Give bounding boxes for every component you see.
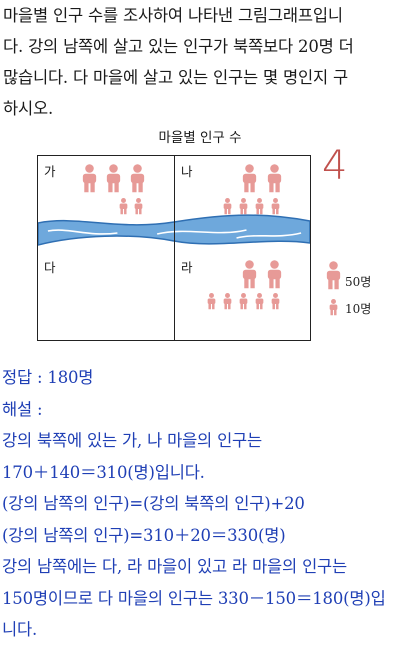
explanation-line: 강의 북쪽에 있는 가, 나 마을의 인구는 — [2, 431, 263, 450]
river-divider — [174, 211, 176, 251]
legend-person-10-icon — [329, 299, 338, 316]
answer-mark: 4 — [322, 143, 348, 189]
legend-person-50-icon — [326, 261, 341, 290]
person-10-icon — [223, 198, 232, 215]
village-label-ra: 라 — [181, 260, 193, 275]
person-50-icon — [267, 260, 282, 289]
question-line: 다. 강의 남쪽에 살고 있는 인구가 북쪽보다 20명 더 — [3, 37, 354, 56]
legend-10-label: 10명 — [345, 302, 372, 316]
person-10-icon — [134, 198, 143, 215]
question-line: 마을별 인구 수를 조사하여 나타낸 그림그래프입니 — [3, 6, 343, 25]
person-50-icon — [242, 164, 257, 193]
explanation-line: (강의 남쪽의 인구)=310＋20＝330(명) — [2, 525, 286, 545]
solution-text: 정답 : 180명 해설 : 강의 북쪽에 있는 가, 나 마을의 인구는 17… — [2, 362, 398, 646]
person-50-icon — [130, 164, 145, 193]
legend-50-label: 50명 — [345, 275, 372, 289]
person-10-icon — [239, 293, 248, 310]
picture-graph-board: 가 나 다 라 — [37, 155, 311, 341]
explanation-line: 니다. — [2, 620, 38, 639]
person-50-icon — [106, 164, 121, 193]
question-line: 많습니다. 다 마을에 살고 있는 인구는 몇 명인지 구 — [3, 68, 349, 87]
village-label-ga: 가 — [44, 164, 56, 179]
legend: 50명 10명 — [324, 260, 394, 320]
person-10-icon — [271, 293, 280, 310]
person-10-icon — [223, 293, 232, 310]
explanation-line: 강의 남쪽에는 다, 라 마을이 있고 라 마을의 인구는 — [2, 557, 348, 576]
explanation-line: 150명이므로 다 마을의 인구는 330－150＝180(명)입 — [2, 588, 386, 608]
answer-line: 정답 : 180명 — [2, 368, 94, 387]
person-50-icon — [267, 164, 282, 193]
explanation-header: 해설 : — [2, 399, 43, 419]
person-50-icon — [242, 260, 257, 289]
person-10-icon — [239, 198, 248, 215]
picture-graph-title: 마을별 인구 수 — [158, 130, 242, 146]
person-10-icon — [207, 293, 216, 310]
question-text: 마을별 인구 수를 조사하여 나타낸 그림그래프입니 다. 강의 남쪽에 살고 … — [3, 0, 395, 124]
village-label-na: 나 — [181, 164, 193, 179]
person-10-icon — [255, 293, 264, 310]
village-label-da: 다 — [44, 260, 56, 275]
person-50-icon — [82, 164, 97, 193]
explanation-line: 170＋140＝310(명)입니다. — [2, 462, 205, 482]
person-10-icon — [271, 198, 280, 215]
person-10-icon — [255, 198, 264, 215]
explanation-line: (강의 남쪽의 인구)=(강의 북쪽의 인구)+20 — [2, 494, 305, 513]
person-10-icon — [119, 198, 128, 215]
question-line: 하시오. — [3, 99, 53, 118]
